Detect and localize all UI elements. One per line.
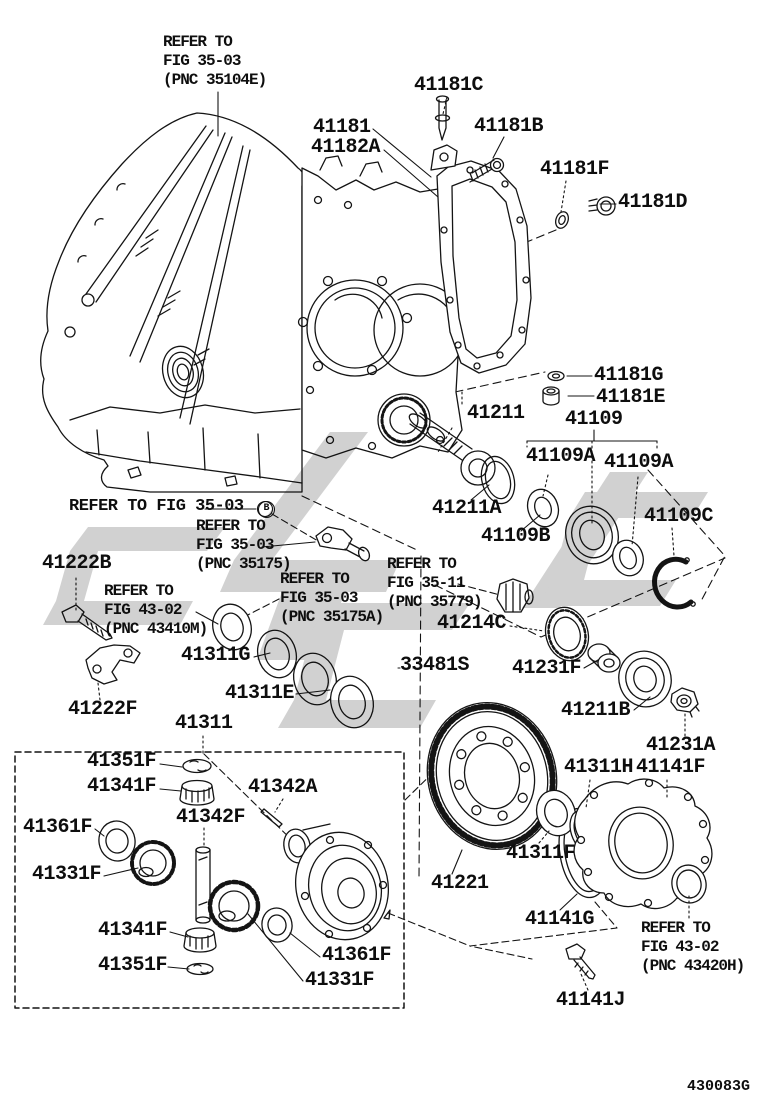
part-label-41342f: 41342F bbox=[176, 806, 246, 829]
ring-gear-41221 bbox=[426, 701, 558, 851]
bolt-41141j bbox=[565, 943, 596, 980]
spacer-41231f bbox=[587, 643, 621, 673]
part-label-41222f: 41222F bbox=[68, 698, 138, 721]
gasket-41181g bbox=[547, 370, 565, 382]
part-label-41231a: 41231A bbox=[646, 734, 716, 757]
switch-41181c bbox=[434, 95, 451, 141]
part-label-41211: 41211 bbox=[467, 402, 525, 425]
bolt-41181b bbox=[469, 157, 505, 183]
part-label-41181: 41181 bbox=[313, 116, 371, 139]
fig-ref-35104e: REFER TO FIG 35-03 (PNC 35104E) bbox=[163, 33, 267, 89]
part-label-41361f-left: 41361F bbox=[23, 816, 93, 839]
part-label-41211a: 41211A bbox=[432, 497, 502, 520]
fig-ref-43420h: REFER TO FIG 43-02 (PNC 43420H) bbox=[641, 919, 745, 975]
view-callout-b: B bbox=[258, 501, 275, 518]
washer-41361f-right bbox=[261, 907, 293, 943]
transaxle-housing bbox=[40, 112, 305, 493]
part-label-41181c: 41181C bbox=[414, 74, 484, 97]
part-label-41361f-right: 41361F bbox=[322, 944, 392, 967]
fig-ref-35175: REFER TO FIG 35-03 (PNC 35175) bbox=[196, 517, 292, 573]
bracket-41222f bbox=[85, 644, 141, 685]
part-label-41351f-top: 41351F bbox=[87, 750, 157, 773]
fig-ref-35175a: REFER TO FIG 35-03 (PNC 35175A) bbox=[280, 570, 384, 626]
part-label-41109a-left: 41109A bbox=[526, 445, 596, 468]
seal-43410m bbox=[212, 603, 252, 651]
part-label-41109b: 41109B bbox=[481, 525, 551, 548]
part-label-41182a: 41182A bbox=[311, 136, 381, 159]
plug-41181e bbox=[542, 386, 560, 406]
part-label-41311: 41311 bbox=[175, 712, 233, 735]
part-label-41331f-left: 41331F bbox=[32, 863, 102, 886]
part-label-41311g: 41311G bbox=[181, 644, 251, 667]
diff-cover-assembly bbox=[535, 778, 713, 980]
part-label-41351f-bottom: 41351F bbox=[98, 954, 168, 977]
drawing-number: 430083G bbox=[687, 1078, 751, 1095]
part-label-41181b: 41181B bbox=[474, 115, 544, 138]
diff-internals-box bbox=[14, 751, 405, 1009]
part-label-41109a-right: 41109A bbox=[604, 451, 674, 474]
side-cover-plate bbox=[430, 144, 532, 374]
washer-41181f bbox=[555, 211, 569, 229]
seal-41311f bbox=[535, 789, 577, 837]
part-label-41109c: 41109C bbox=[644, 505, 714, 528]
washer-41361f-left bbox=[98, 820, 136, 862]
pinion-41331f-right bbox=[207, 879, 261, 933]
part-label-41214c: 41214C bbox=[437, 612, 507, 635]
fig-ref-43410m: REFER TO FIG 43-02 (PNC 43410M) bbox=[104, 582, 208, 638]
side-gear-41341f-top bbox=[179, 779, 215, 806]
part-label-41141f: 41141F bbox=[636, 756, 706, 779]
part-label-41181g: 41181G bbox=[594, 364, 664, 387]
diff-case-41311 bbox=[283, 823, 391, 941]
part-label-41231f: 41231F bbox=[512, 657, 582, 680]
side-gear-41341f-bottom bbox=[183, 927, 217, 953]
part-label-41331f-right: 41331F bbox=[305, 969, 375, 992]
fig-ref-3503-inline: REFER TO FIG 35-03 bbox=[69, 497, 244, 516]
race-41109a bbox=[612, 539, 644, 577]
washer-41351f-top bbox=[182, 758, 212, 774]
part-label-33481s: 33481S bbox=[400, 654, 470, 677]
part-label-41109: 41109 bbox=[565, 408, 623, 431]
plug-41181d bbox=[588, 196, 616, 216]
bearing-41211b bbox=[618, 650, 672, 708]
fig-ref-35779: REFER TO FIG 35-11 (PNC 35779) bbox=[387, 555, 483, 611]
part-label-41222b: 41222B bbox=[42, 552, 112, 575]
part-label-41141j: 41141J bbox=[556, 989, 626, 1012]
part-label-41181d: 41181D bbox=[618, 191, 688, 214]
seal-41109b bbox=[526, 488, 560, 528]
part-label-41341f-top: 41341F bbox=[87, 775, 157, 798]
part-label-41342a: 41342A bbox=[248, 776, 318, 799]
pin-41342a bbox=[260, 808, 283, 828]
lever-35175 bbox=[315, 526, 371, 562]
part-label-41181f: 41181F bbox=[540, 158, 610, 181]
part-label-41311h: 41311H bbox=[564, 756, 634, 779]
part-label-41181e: 41181E bbox=[596, 386, 666, 409]
part-label-41311f: 41311F bbox=[506, 842, 576, 865]
part-label-41141g: 41141G bbox=[525, 908, 595, 931]
part-label-41221: 41221 bbox=[431, 872, 489, 895]
plug-and-bolt-parts bbox=[434, 95, 616, 406]
part-label-41341f-bottom: 41341F bbox=[98, 919, 168, 942]
watermark-logo bbox=[43, 432, 708, 728]
case-rear-face bbox=[297, 155, 467, 459]
part-label-41311e: 41311E bbox=[225, 682, 295, 705]
nut-41231a bbox=[670, 687, 700, 718]
side-cover-41141f bbox=[573, 778, 713, 910]
washer-41351f-bottom bbox=[186, 962, 214, 976]
pinion-41331f-left bbox=[130, 840, 176, 886]
output-shaft bbox=[408, 412, 516, 505]
shaft-41342f bbox=[195, 846, 211, 924]
part-label-41211b: 41211B bbox=[561, 699, 631, 722]
